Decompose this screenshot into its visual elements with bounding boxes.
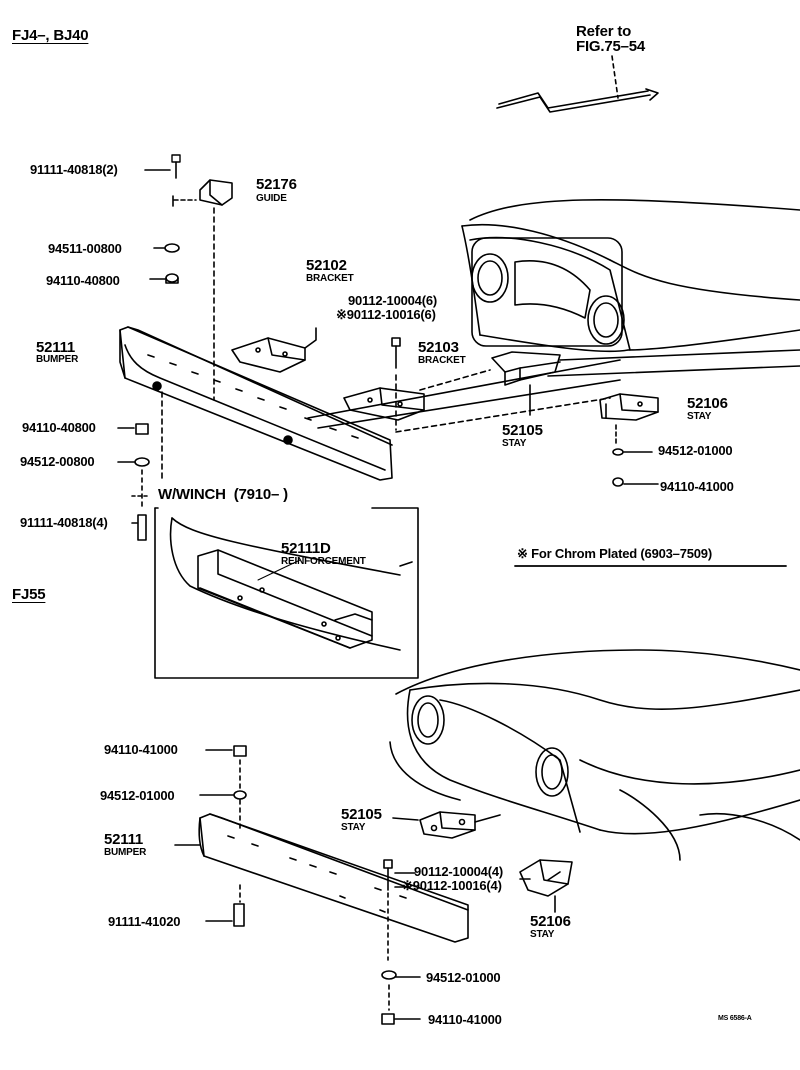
bumper-bottom-drawing [174,813,469,943]
label-b-stay-52106-number: 52106 [530,913,571,930]
label-b-bolt-bottom: 91111-41020 [108,914,181,929]
section-title-top: FJ4–, BJ40 [12,27,89,44]
label-bumper-top-name: BUMPER [36,354,79,365]
label-nut-top: 94110-40800 [46,273,120,288]
label-guide-name: GUIDE [256,193,287,204]
left-hardware-top [117,423,150,541]
left-hardware-bottom [199,745,247,927]
refer-line1: Refer to [576,23,632,40]
winch-box-drawing [154,507,419,679]
label-chrome-note: ※ For Chrom Plated (6903–7509) [517,546,712,561]
stay-52106-drawing [599,393,659,487]
label-stay-52105-name: STAY [502,438,527,449]
refer-line2: FIG.75–54 [576,38,646,55]
label-b-bumper-name: BUMPER [104,847,147,858]
refer-rod-drawing [496,55,659,113]
label-bracket-52102-number: 52102 [306,257,347,274]
label-bracket-52102-name: BRACKET [306,273,354,284]
label-bolt-90112-b: ※90112-10016(6) [336,307,436,322]
label-nut-right: 94110-41000 [660,479,734,494]
figure-reference-code: MS 6586-A [718,1015,752,1022]
label-washer-top: 94511-00800 [48,241,122,256]
vehicle-front-top [461,198,800,377]
stays-bottom-drawing [381,811,573,1025]
label-b-stay-52105-name: STAY [341,822,366,833]
label-b-stay-52106-name: STAY [530,929,555,940]
label-bracket-52103-number: 52103 [418,339,459,356]
stay-52105-drawing [491,351,561,416]
guide-drawing [171,154,233,401]
label-bolt-90112-a: 90112-10004(6) [348,293,438,308]
label-b-nut-top: 94110-41000 [104,742,178,757]
label-bumper-top-number: 52111 [36,339,76,356]
label-reinforcement-number: 52111D [281,540,331,557]
label-washer-right: 94512-01000 [658,443,733,458]
label-washer-left: 94512-00800 [20,454,95,469]
label-b-bolt-a: 90112-10004(4) [414,864,504,879]
label-b-washer-bottom: 94512-01000 [426,970,501,985]
label-stay-52106-name: STAY [687,411,712,422]
bracket-52102-drawing [231,327,317,373]
label-b-stay-52105-number: 52105 [341,806,382,823]
label-b-bolt-b: ※90112-10016(4) [402,878,502,893]
bumper-top-drawing [119,326,621,481]
label-bolt-left: 91111-40818(4) [20,515,108,530]
label-b-nut-bottom: 94110-41000 [428,1012,502,1027]
small-hardware-top [144,169,180,284]
label-bracket-52103-name: BRACKET [418,355,466,366]
label-reinforcement-name: REINFORCEMENT [281,556,366,567]
label-b-washer-top: 94512-01000 [100,788,175,803]
label-b-bumper-number: 52111 [104,831,144,848]
label-bolt-top: 91111-40818(2) [30,162,118,177]
section-title-bottom: FJ55 [12,586,46,603]
vehicle-front-bottom [389,649,800,861]
label-stay-52105-number: 52105 [502,422,543,439]
label-nut-left: 94110-40800 [22,420,96,435]
label-winch: W/WINCH (7910– ) [158,486,288,503]
label-stay-52106-number: 52106 [687,395,728,412]
label-guide-number: 52176 [256,176,297,193]
